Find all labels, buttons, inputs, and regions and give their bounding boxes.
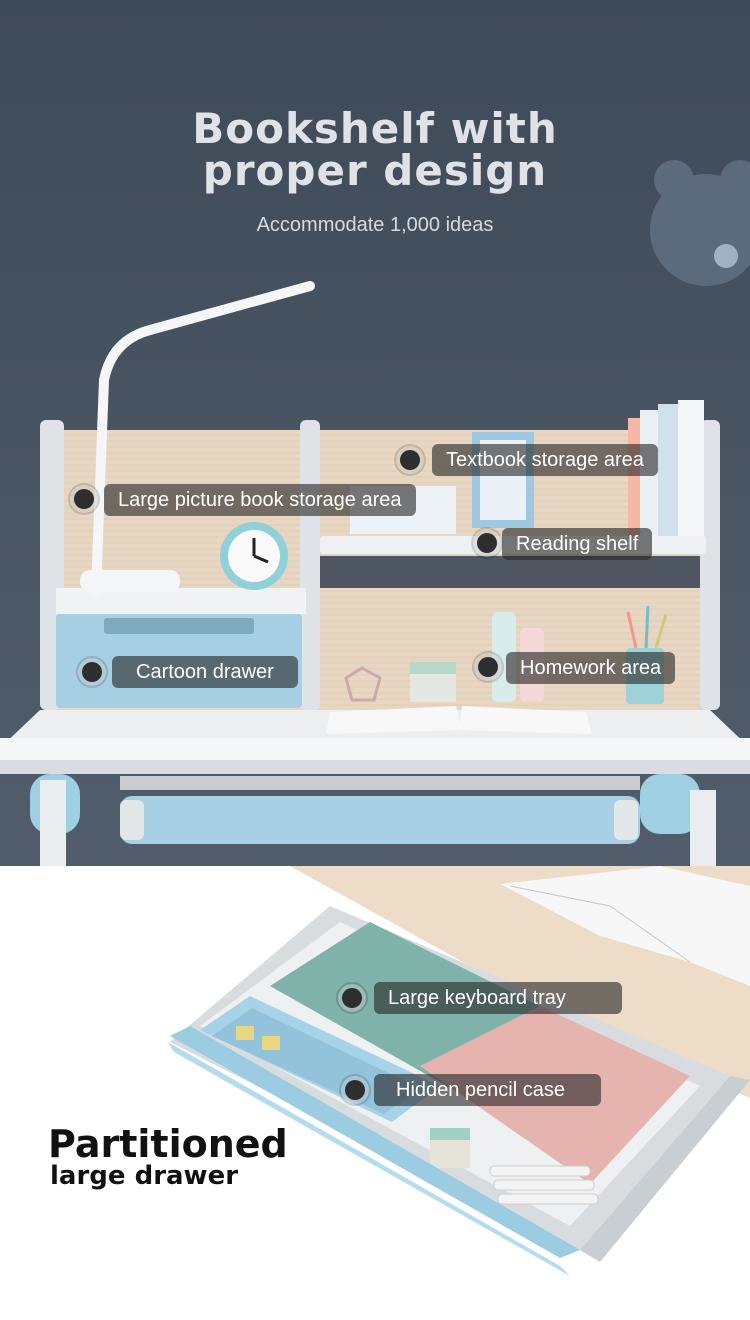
hotspot-dot-pencil-case[interactable] — [345, 1080, 365, 1100]
hotspot-label-cartoon-drawer: Cartoon drawer — [112, 656, 298, 688]
drawer-title-line2: large drawer — [50, 1161, 239, 1191]
hero-subtitle: Accommodate 1,000 ideas — [256, 214, 494, 236]
drawer-title-line1: Partitioned — [48, 1122, 288, 1166]
hero-title-line1: Bookshelf with — [192, 104, 558, 153]
hotspot-label-keyboard-tray: Large keyboard tray — [374, 982, 622, 1014]
hotspot-label-reading-shelf: Reading shelf — [502, 528, 653, 560]
hero-title-line2: proper design — [202, 146, 548, 195]
bear-wall-decoration — [650, 160, 750, 286]
bookshelf-scene: Bookshelf with proper design Accommodate… — [0, 0, 750, 866]
hotspot-dot-keyboard-tray[interactable] — [342, 988, 362, 1008]
hotspot-label-pencil-case: Hidden pencil case — [374, 1074, 601, 1106]
hotspot-label-textbook: Textbook storage area — [432, 444, 658, 476]
hotspot-dot-cartoon-drawer[interactable] — [82, 662, 102, 682]
hotspot-dot-reading-shelf[interactable] — [477, 533, 497, 553]
hotspot-dot-homework[interactable] — [478, 657, 498, 677]
hotspot-dot-textbook[interactable] — [400, 450, 420, 470]
drawer-scene: Large keyboard tray Hidden pencil case P… — [0, 866, 750, 1320]
hotspot-label-homework: Homework area — [506, 652, 676, 684]
hotspot-dot-picture-book[interactable] — [74, 489, 94, 509]
hotspot-label-picture-book: Large picture book storage area — [104, 484, 416, 516]
